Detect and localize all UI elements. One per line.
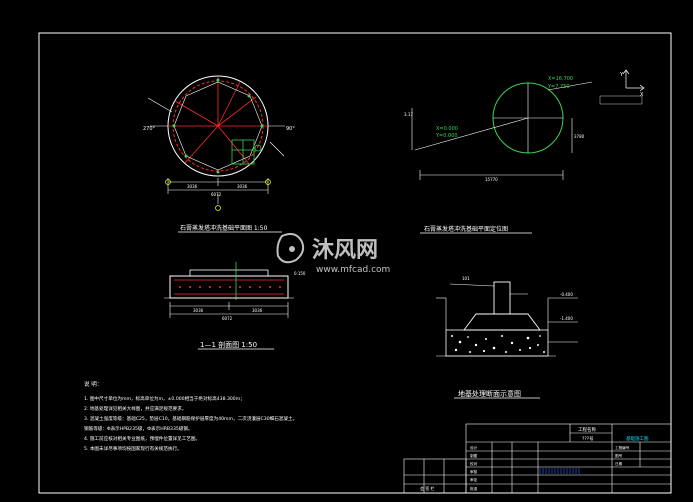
- tb-row-label: 设计: [470, 445, 478, 450]
- section-top: [189, 269, 269, 277]
- notes-heading: 说 明：: [84, 380, 102, 388]
- tb-row-label: 审核: [470, 469, 478, 474]
- title-block-text: 工程名称 ???号 基础施工图 设计 制图 校对 审核 审定 批准 工程编号 图…: [420, 426, 649, 491]
- foundation-title: 地基处理断面示意图: [458, 389, 521, 398]
- title-block: [403, 423, 672, 494]
- note-item: 3. 混凝土强度等级：基础C25，垫层C10，基础钢筋保护层厚度为40mm，二次…: [84, 415, 297, 422]
- note-item: 2. 地基处理详见相关大样图，并应满足规范要求。: [84, 405, 186, 412]
- plan-polygon: [173, 81, 263, 171]
- position-dim-bottom: 15770: [485, 177, 498, 182]
- plan-green-detail: [231, 139, 262, 165]
- drawing-name: 基础施工图: [626, 435, 649, 442]
- note-item: 5. 本图未详尽事项均按国家现行有关规范执行。: [84, 445, 182, 452]
- foundation-dim-top: 101: [462, 276, 470, 281]
- tb-row-label: 校对: [470, 461, 478, 466]
- svg-text:Y: Y: [619, 72, 624, 78]
- signature-strip: [539, 468, 580, 474]
- plan-view: 270° 90° 3036 3036 6072 石膏蒸发塔冲洗基础平面图 1:5…: [143, 75, 295, 233]
- countersign-label: 会 签 栏: [420, 485, 435, 491]
- section-view: 0.150 3036 3036 6072 1—1 剖面图 1:50: [164, 262, 306, 350]
- tb-right-label: 日期: [615, 461, 623, 466]
- tb-row-label: 批准: [470, 486, 478, 491]
- section-dim-right: 3036: [252, 308, 263, 313]
- position-y1: Y=7.750: [547, 84, 570, 90]
- tb-right-label: 工程编号: [615, 445, 630, 450]
- plan-title: 石膏蒸发塔冲洗基础平面图 1:50: [180, 224, 268, 232]
- position-x2: X=0.000: [436, 126, 458, 132]
- project-code: ???号: [582, 436, 594, 442]
- svg-text:X: X: [640, 92, 644, 98]
- axis-symbol-icon: [622, 69, 645, 92]
- plan-angle-left: 270°: [143, 126, 156, 132]
- position-dim-right: 3780: [574, 134, 585, 139]
- plan-dimension: [167, 178, 269, 204]
- note-item: 钢筋等级：Φ表示HPB235级，Ф表示HRB335级钢。: [84, 425, 193, 432]
- project-label: 工程名称: [578, 426, 596, 433]
- notes-block: 说 明： 1. 图中尺寸单位为mm，标高单位为m，±0.000相当于绝对标高43…: [84, 380, 297, 452]
- plan-dim-left: 3036: [187, 184, 198, 189]
- watermark-logo-icon: [276, 233, 305, 264]
- section-dimension: [169, 302, 289, 318]
- foundation-elev1: -0.400: [560, 292, 573, 297]
- foundation-elev2: -1.400: [560, 316, 573, 321]
- section-dim-left: 3036: [193, 308, 204, 313]
- position-title: 石膏蒸发塔冲洗基础平面定位图: [424, 225, 508, 233]
- plan-angle-right: 90°: [286, 126, 295, 132]
- section-rebar-dots: [179, 286, 281, 288]
- plan-dim-total: 6072: [211, 192, 222, 197]
- watermark: 沐风网 www.mfcad.com: [276, 233, 390, 275]
- note-item: 4. 施工前应核对相关专业图纸，预埋件位置详见工艺图。: [84, 435, 200, 442]
- tb-row-label: 审定: [470, 477, 478, 482]
- note-item: 1. 图中尺寸单位为mm，标高单位为m，±0.000相当于绝对标高438.300…: [84, 395, 245, 402]
- section-title: 1—1 剖面图 1:50: [200, 340, 257, 349]
- position-view: X=16.700 Y=7.750 X=0.000 Y=0.000 15770 3…: [404, 69, 645, 234]
- foundation-view: 101 -0.400 -1.400 地基处理断面示意图: [436, 276, 578, 399]
- plan-anchors: [172, 78, 264, 174]
- tb-right-label: 图号: [615, 453, 623, 458]
- watermark-brand: 沐风网: [312, 238, 378, 263]
- plan-dim-right: 3036: [237, 184, 248, 189]
- section-rebar: [174, 279, 284, 295]
- tb-row-label: 制图: [470, 453, 478, 458]
- foundation-gravel: [451, 335, 545, 353]
- position-y2: Y=0.000: [435, 133, 458, 139]
- drawing-frame: [38, 32, 672, 494]
- position-x1: X=16.700: [548, 76, 573, 82]
- watermark-url: www.mfcad.com: [316, 265, 390, 275]
- section-dim-total: 6072: [222, 316, 233, 321]
- position-dim-left: 3.17: [404, 112, 413, 117]
- section-elev: 0.150: [294, 271, 306, 276]
- position-lines: [411, 81, 593, 180]
